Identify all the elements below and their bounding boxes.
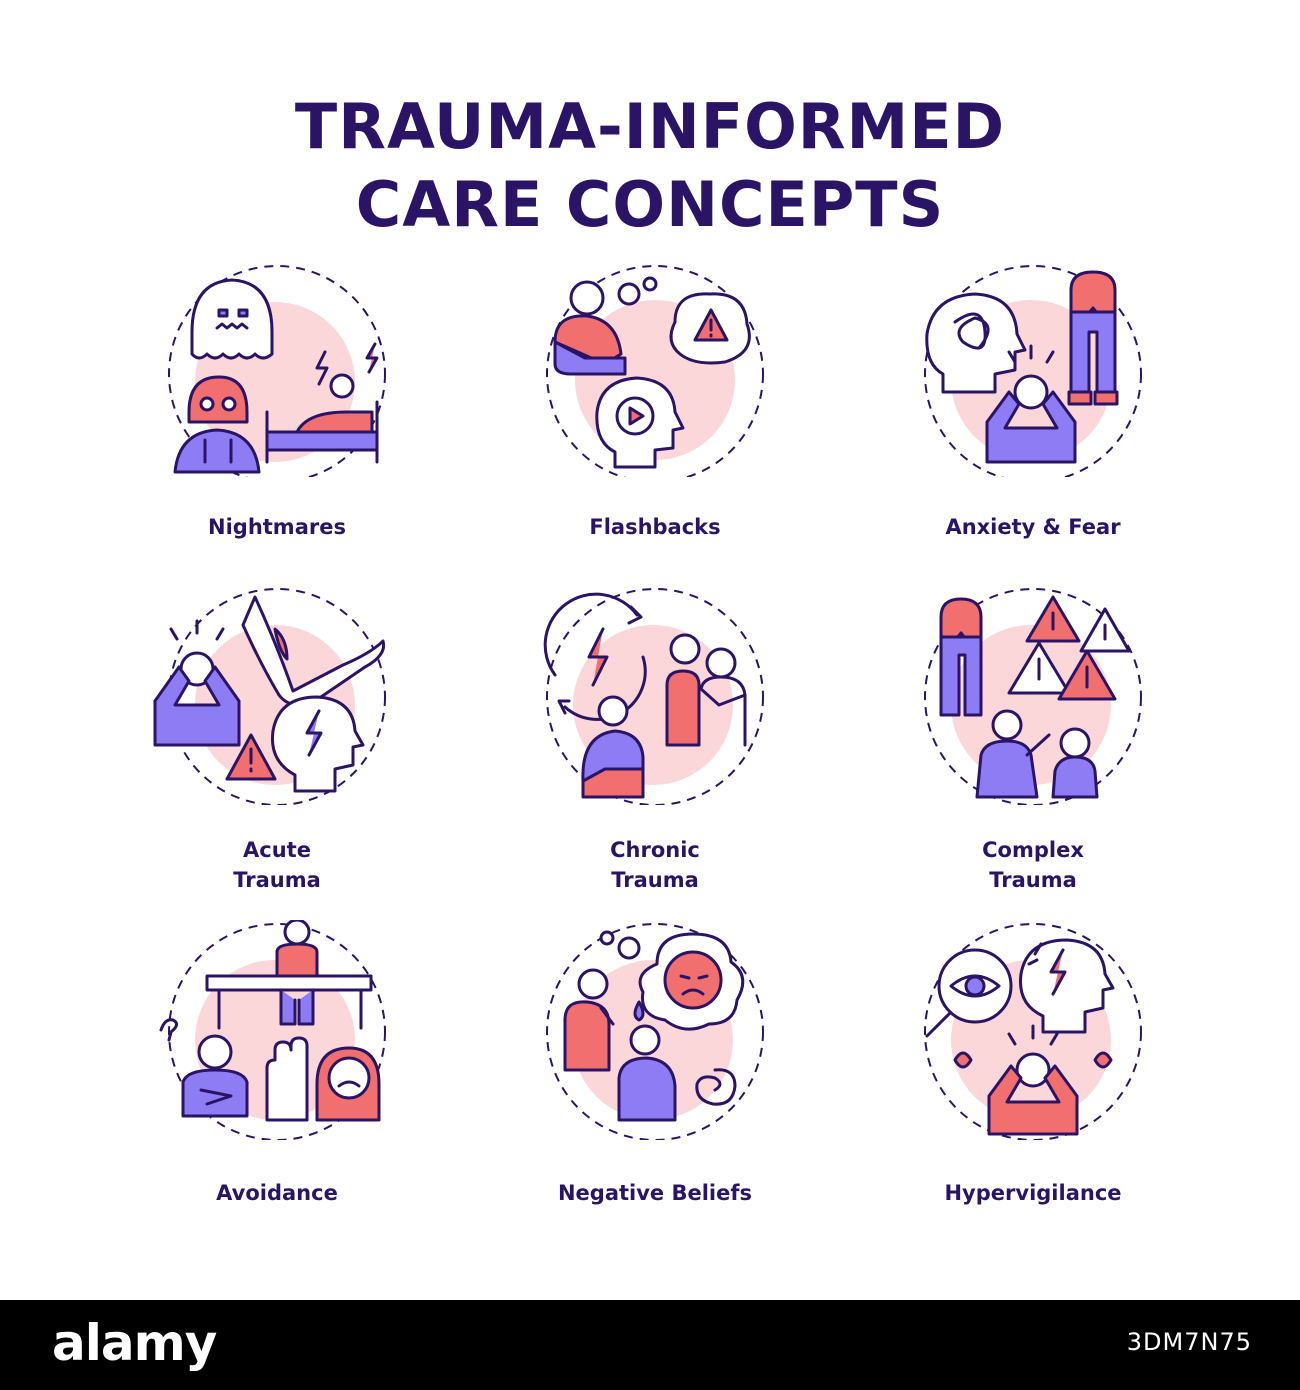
page-title: TRAUMA-INFORMED CARE CONCEPTS	[0, 88, 1300, 244]
concept-card-flashbacks: Flashbacks	[525, 262, 785, 542]
wound-arm-icon	[153, 588, 386, 805]
concept-label: Negative Beliefs	[557, 1181, 753, 1205]
concept-card-chronic-trauma: Chronic Trauma	[525, 585, 785, 895]
concept-card-nightmares: Nightmares	[147, 262, 407, 542]
concept-card-complex-trauma: Complex Trauma	[903, 585, 1163, 895]
warning-signs-icon	[924, 588, 1142, 805]
concept-card-acute-trauma: Acute Trauma	[147, 585, 407, 895]
tangled-head-icon	[924, 265, 1142, 477]
concept-label: Hypervigilance	[944, 1181, 1122, 1205]
concept-label: Nightmares	[208, 515, 346, 539]
cycle-lightning-icon	[543, 588, 764, 805]
concept-card-anxiety-fear: Anxiety & Fear	[903, 262, 1163, 542]
concept-card-hypervigilance: Hypervigilance	[903, 920, 1163, 1210]
image-id: 3DM7N75	[1126, 1328, 1252, 1356]
sad-thought-icon	[546, 923, 764, 1140]
replay-head-icon	[546, 265, 764, 477]
magnifier-eye-icon	[924, 923, 1142, 1140]
brand-logo: alamy	[52, 1314, 217, 1372]
concept-label: Complex Trauma	[982, 838, 1084, 892]
concept-label: Flashbacks	[589, 515, 721, 539]
concept-card-avoidance: Avoidance	[147, 920, 407, 1210]
stop-hand-icon	[159, 920, 386, 1140]
title-line-2: CARE CONCEPTS	[355, 168, 945, 241]
ghost-bed-icon	[168, 265, 386, 477]
stock-footer-bar: alamy 3DM7N75	[0, 1300, 1300, 1390]
concept-label: Anxiety & Fear	[945, 515, 1121, 539]
concept-label: Avoidance	[216, 1181, 338, 1205]
concept-card-negative-beliefs: Negative Beliefs	[525, 920, 785, 1210]
concept-label: Chronic Trauma	[610, 838, 700, 892]
title-line-1: TRAUMA-INFORMED	[294, 90, 1006, 163]
concept-label: Acute Trauma	[233, 838, 321, 892]
